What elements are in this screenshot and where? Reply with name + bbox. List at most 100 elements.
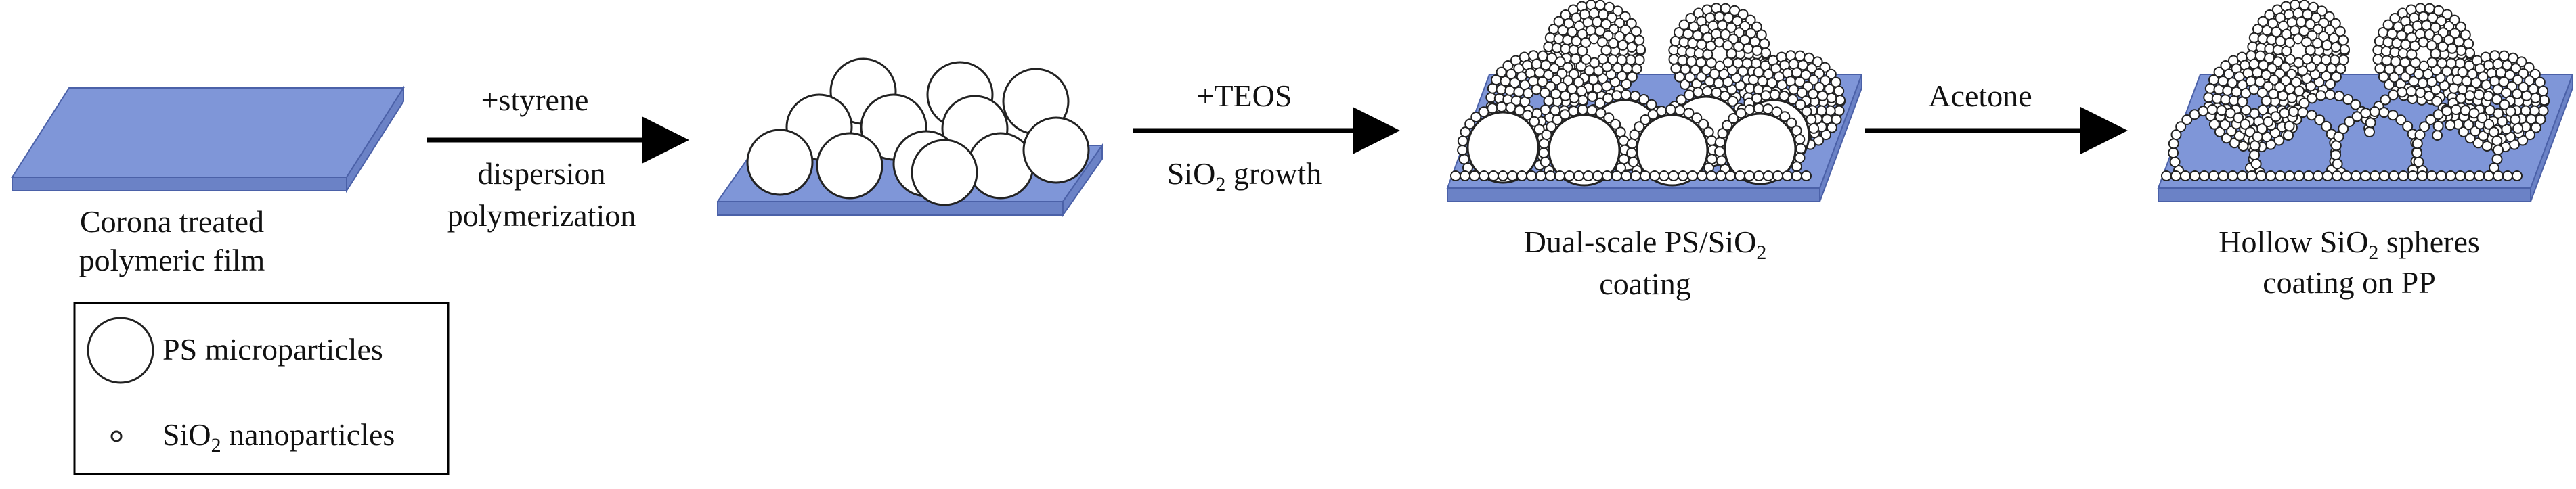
sio2-nanoparticle	[1546, 121, 1557, 133]
sio2-nanoparticle	[2524, 75, 2535, 87]
sio2-nanoparticle	[1568, 106, 1579, 117]
sio2-nanoparticle	[1634, 121, 1645, 133]
sio2-nanoparticle	[1628, 156, 1639, 168]
sio2-nanoparticle	[2419, 121, 2430, 133]
sio2-nanoparticle	[2464, 170, 2475, 181]
sio2-nanoparticle	[2380, 94, 2391, 106]
sio2-nanoparticle	[1552, 114, 1563, 125]
film-front-edge	[1447, 187, 1820, 202]
sio2-nanoparticle	[2227, 170, 2238, 181]
sio2-nanoparticle	[2303, 170, 2314, 181]
sio2-nanoparticle	[1549, 63, 1560, 74]
sio2-nanoparticle	[2283, 130, 2294, 141]
ps-microparticle	[816, 132, 883, 200]
sio2-nanoparticle	[2249, 140, 2261, 152]
sio2-nanoparticle	[2351, 170, 2361, 181]
sio2-nanoparticle	[2424, 29, 2435, 40]
sio2-nanoparticle	[1629, 129, 1640, 141]
sio2-nanoparticle	[2330, 149, 2342, 160]
sio2-nanoparticle	[2408, 76, 2420, 87]
sio2-nanoparticle	[1720, 3, 1731, 14]
sio2-nanoparticle	[2360, 108, 2372, 119]
sio2-nanoparticle	[1751, 93, 1763, 104]
sio2-nanoparticle	[1659, 170, 1669, 181]
sio2-nanoparticle	[1794, 152, 1806, 164]
sio2-nanoparticle	[1791, 161, 1802, 172]
sio2-nanoparticle	[2254, 76, 2266, 87]
sio2-nanoparticle	[2252, 67, 2263, 78]
sio2-nanoparticle	[2168, 147, 2179, 158]
sio2-nanoparticle	[2180, 170, 2191, 181]
sio2-nanoparticle	[2342, 94, 2354, 105]
sio2-nanoparticle	[2305, 18, 2316, 30]
sio2-nanoparticle	[1568, 68, 1579, 80]
sio2-nanoparticle	[2218, 170, 2229, 181]
sio2-nanoparticle	[1697, 170, 1707, 181]
sio2-nanoparticle	[1534, 67, 1546, 78]
sio2-nanoparticle	[1505, 102, 1516, 114]
sio2-nanoparticle	[2512, 122, 2524, 134]
sio2-nanoparticle	[1538, 147, 1550, 158]
sio2-nanoparticle	[2198, 106, 2209, 117]
sio2-nanoparticle	[2169, 156, 2181, 168]
sio2-nanoparticle	[2364, 126, 2375, 137]
sio2-nanoparticle	[1687, 170, 1698, 181]
legend-sio2-label: SiO2 nanoparticles	[162, 417, 395, 457]
sio2-nanoparticle	[2491, 154, 2503, 165]
sio2-nanoparticle	[1583, 170, 1594, 181]
sio2-nanoparticle	[2425, 114, 2437, 125]
sio2-nanoparticle	[2161, 170, 2172, 181]
sio2-nanoparticle	[1726, 48, 1737, 60]
sio2-nanoparticle	[2405, 86, 2417, 97]
sio2-nanoparticle	[2315, 90, 2327, 101]
sio2-nanoparticle	[2206, 104, 2218, 115]
sio2-nanoparticle	[1779, 111, 1791, 122]
sio2-nanoparticle	[2537, 105, 2549, 116]
sio2-nanoparticle	[2267, 63, 2277, 74]
sio2-nanoparticle	[2311, 12, 2321, 24]
sio2-nanoparticle	[2256, 170, 2267, 181]
sio2-nanoparticle	[1602, 170, 1613, 181]
sio2-nanoparticle	[2510, 63, 2521, 74]
sio2-nanoparticle	[1563, 75, 1574, 87]
sio2-nanoparticle	[1458, 154, 1470, 165]
ps-microparticle	[911, 139, 978, 206]
sio2-nanoparticle	[2284, 170, 2295, 181]
sio2-nanoparticle	[2388, 89, 2399, 101]
sio2-nanoparticle	[1469, 170, 1480, 181]
sio2-nanoparticle	[2537, 85, 2549, 97]
sio2-nanoparticle	[1713, 77, 1724, 89]
sio2-nanoparticle	[2378, 107, 2390, 118]
legend-ps-label: PS microparticles	[162, 332, 383, 367]
sio2-nanoparticle	[2338, 34, 2349, 46]
sio2-nanoparticle	[2464, 90, 2476, 101]
sio2-nanoparticle	[2246, 170, 2257, 181]
sio2-nanoparticle	[1684, 89, 1695, 101]
sio2-nanoparticle	[1543, 69, 1554, 80]
sio2-nanoparticle	[2398, 170, 2409, 181]
sio2-nanoparticle	[2414, 129, 2426, 141]
sio2-nanoparticle	[2379, 170, 2390, 181]
film-side-edge	[346, 85, 404, 193]
sio2-nanoparticle	[2365, 117, 2376, 129]
sio2-nanoparticle	[1722, 120, 1733, 131]
film-side-edge	[2530, 74, 2573, 202]
sio2-nanoparticle	[1626, 71, 1638, 83]
sio2-nanoparticle	[1820, 75, 1831, 87]
sio2-nanoparticle	[1620, 24, 1632, 36]
sio2-nanoparticle	[2441, 106, 2453, 117]
sio2-nanoparticle	[1592, 170, 1603, 181]
sio2-nanoparticle	[1691, 112, 1703, 124]
sio2-nanoparticle	[1695, 57, 1707, 68]
sio2-nanoparticle	[1668, 170, 1679, 181]
sio2-nanoparticle	[1701, 86, 1713, 97]
sio2-nanoparticle	[2265, 170, 2276, 181]
sio2-nanoparticle	[1567, 26, 1578, 38]
sio2-nanoparticle	[1625, 18, 1637, 29]
sio2-nanoparticle	[2477, 130, 2489, 141]
sio2-nanoparticle	[1677, 55, 1688, 66]
sio2-nanoparticle	[2280, 75, 2292, 87]
sio2-nanoparticle	[1640, 170, 1651, 181]
sio2-nanoparticle	[2279, 108, 2290, 119]
